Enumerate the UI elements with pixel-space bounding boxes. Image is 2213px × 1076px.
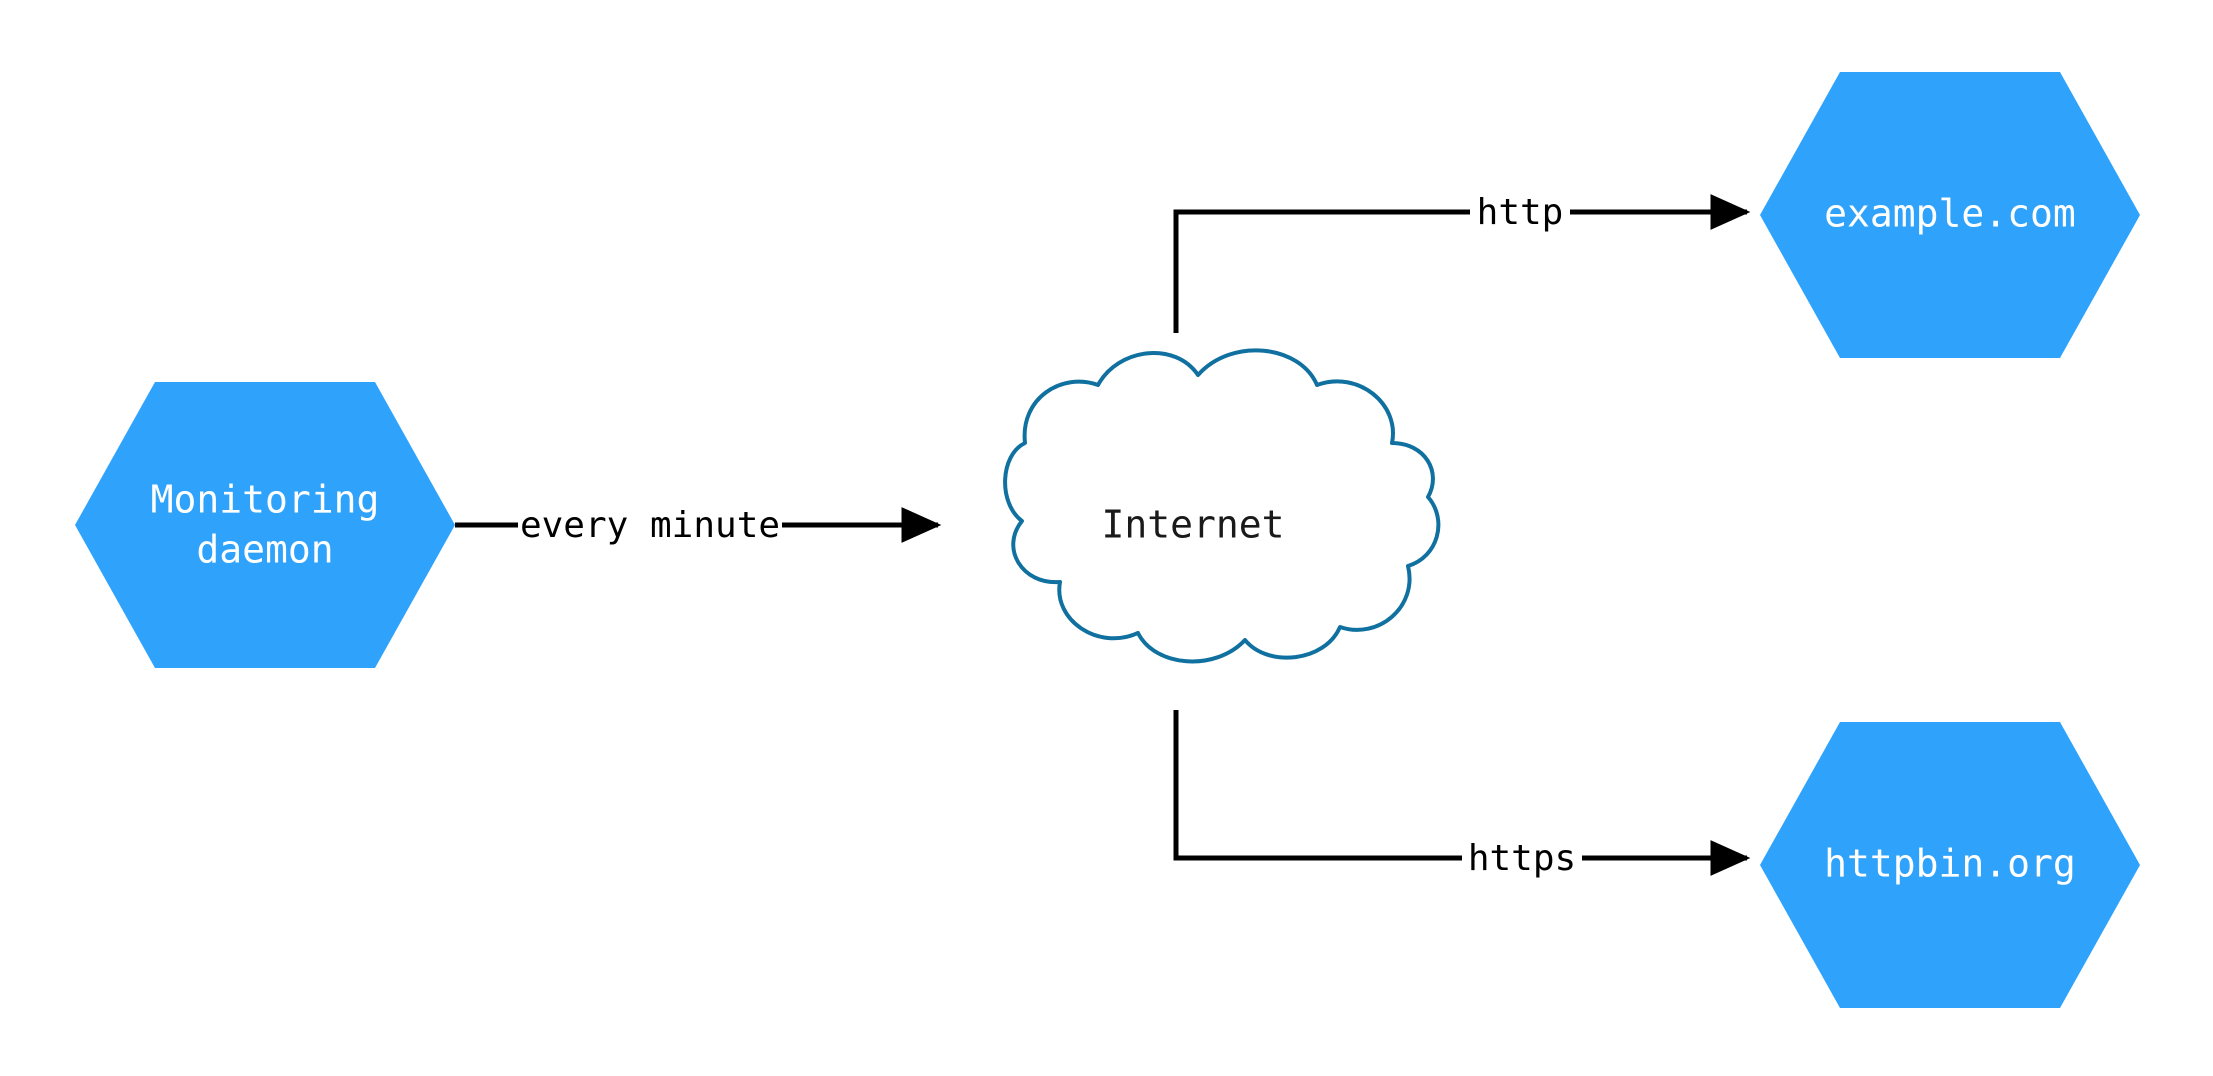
node-example-com[interactable]: example.com [1760, 72, 2140, 358]
node-httpbin-org[interactable]: httpbin.org [1760, 722, 2140, 1008]
edge-line-https [1173, 710, 1751, 876]
edge-label-every-minute: every minute [520, 505, 780, 546]
httpbin-org-label: httpbin.org [1824, 842, 2076, 886]
edge-label-bg-https [1462, 833, 1582, 885]
edge-internet-to-example: http [1173, 187, 1751, 333]
monitoring-daemon-label-line2: daemon [196, 528, 333, 572]
edge-internet-to-httpbin: https [1173, 710, 1751, 885]
edge-label-bg-http [1470, 187, 1570, 239]
internet-label: Internet [1101, 503, 1284, 547]
edge-line-http [1173, 194, 1751, 333]
edge-label-https: https [1468, 838, 1576, 879]
example-com-label: example.com [1824, 192, 2076, 236]
example-com-hexagon[interactable] [1760, 72, 2140, 358]
edge-label-http: http [1477, 192, 1564, 233]
monitoring-daemon-label-line1: Monitoring [151, 478, 380, 522]
monitoring-daemon-hexagon[interactable] [75, 382, 455, 668]
edge-label-bg-every-minute [518, 500, 782, 552]
node-internet[interactable]: Internet [1003, 348, 1441, 664]
edge-daemon-to-internet: every minute [455, 500, 942, 552]
httpbin-org-hexagon[interactable] [1760, 722, 2140, 1008]
node-monitoring-daemon[interactable]: Monitoring daemon [75, 382, 455, 668]
internet-cloud-shape[interactable] [1003, 348, 1441, 664]
